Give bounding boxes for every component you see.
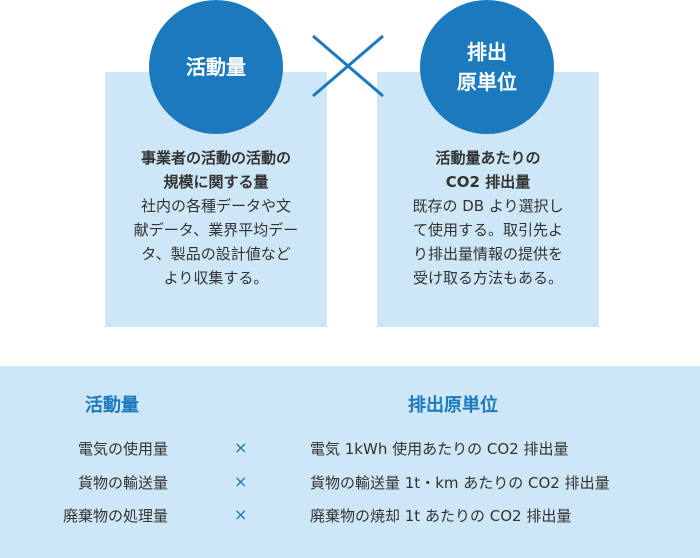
table-header-emission-factor: 排出原単位: [408, 395, 498, 416]
multiply-icon: ×: [234, 472, 248, 491]
row-factor: 貨物の輸送量 1t・km あたりの CO2 排出量: [310, 474, 610, 492]
multiply-icon: ×: [234, 505, 248, 524]
example-table: 活動量 排出原単位 電気の使用量 × 電気 1kWh 使用あたりの CO2 排出…: [0, 366, 700, 558]
emission-factor-card-line-1: 既存の DB より選択し: [412, 197, 564, 215]
activity-card-line-1: 社内の各種データや文: [140, 197, 291, 215]
row-factor: 廃棄物の焼却 1t あたりの CO2 排出量: [310, 507, 572, 525]
emission-factor-card-bold-1: 活動量あたりの: [435, 149, 541, 167]
table-row: 廃棄物の処理量 × 廃棄物の焼却 1t あたりの CO2 排出量: [0, 505, 700, 533]
table-row: 電気の使用量 × 電気 1kWh 使用あたりの CO2 排出量: [0, 438, 700, 466]
emission-factor-card-line-3: り排出量情報の提供を: [412, 245, 563, 263]
activity-card-line-2: 献データ、業界平均デー: [133, 221, 299, 239]
row-factor: 電気 1kWh 使用あたりの CO2 排出量: [310, 440, 569, 458]
emission-factor-circle-title-1: 排出: [467, 40, 507, 64]
cross-icon: [312, 34, 384, 98]
emission-factor-card: 活動量あたりの CO2 排出量 既存の DB より選択し て使用する。取引先よ …: [377, 72, 599, 327]
table-header-activity: 活動量: [85, 395, 139, 416]
multiply-icon: ×: [234, 438, 248, 457]
emission-factor-card-line-2: て使用する。取引先よ: [412, 221, 563, 239]
row-activity: 貨物の輸送量: [77, 474, 168, 492]
emission-factor-circle: 排出 原単位: [420, 0, 554, 134]
row-activity: 電気の使用量: [77, 440, 168, 458]
activity-card-line-4: より収集する。: [163, 269, 269, 287]
row-activity: 廃棄物の処理量: [62, 507, 168, 525]
emission-factor-circle-title-2: 原単位: [457, 70, 517, 94]
activity-card-bold-2: 規模に関する量: [163, 173, 269, 191]
emission-factor-card-bold-2: CO2 排出量: [445, 173, 531, 191]
activity-circle-title: 活動量: [186, 55, 246, 79]
activity-card-text: 事業者の活動の活動の 規模に関する量 社内の各種データや文 献データ、業界平均デ…: [105, 146, 327, 290]
activity-card-bold-1: 事業者の活動の活動の: [140, 149, 291, 167]
activity-card-line-3: タ、製品の設計値など: [141, 245, 291, 263]
emission-factor-card-text: 活動量あたりの CO2 排出量 既存の DB より選択し て使用する。取引先よ …: [377, 146, 599, 290]
activity-circle: 活動量: [149, 0, 283, 134]
emission-factor-card-line-4: 受け取る方法もある。: [412, 269, 563, 287]
table-row: 貨物の輸送量 × 貨物の輸送量 1t・km あたりの CO2 排出量: [0, 472, 700, 500]
